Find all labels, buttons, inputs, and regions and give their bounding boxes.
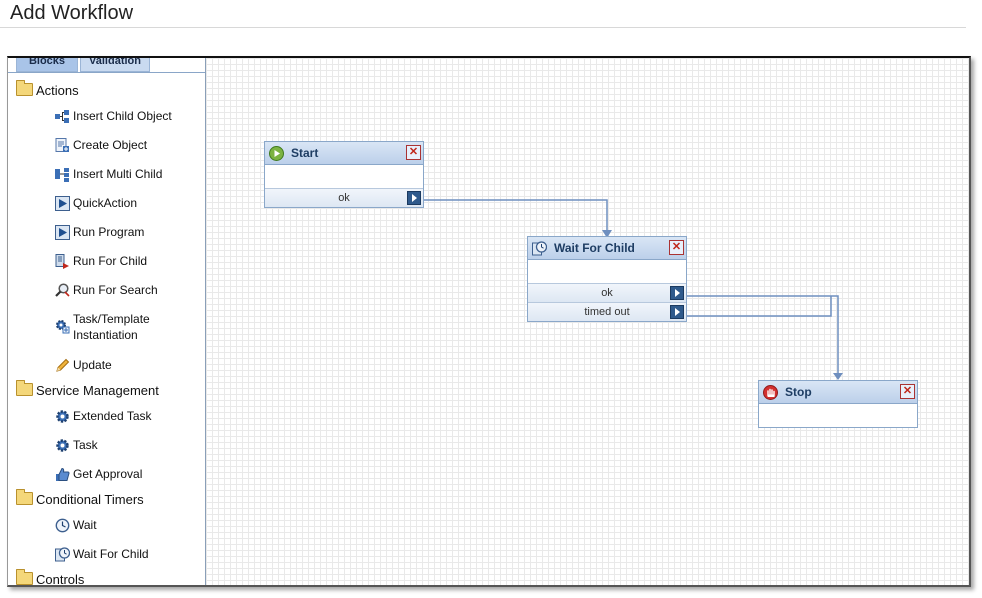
clock-child-icon [532, 241, 547, 256]
block-title: Stop [785, 385, 812, 399]
thumbs-up-icon [56, 467, 70, 481]
palette-item-label: Update [73, 358, 112, 372]
search-magnifier-icon [55, 283, 70, 297]
palette-item-label: Insert Multi Child [73, 167, 163, 181]
category-service-management[interactable]: Service Management [16, 380, 159, 400]
palette-item-label: QuickAction [73, 196, 138, 210]
close-icon[interactable]: ✕ [900, 384, 915, 399]
close-icon[interactable]: ✕ [406, 145, 421, 160]
palette-item-label: Create Object [73, 138, 148, 152]
title-divider [0, 27, 966, 28]
palette-tabs: Blocks Validation [8, 58, 205, 73]
folder-icon [16, 489, 33, 505]
palette-item-label: Run Program [73, 225, 145, 239]
category-actions[interactable]: Actions [16, 80, 79, 100]
insert-child-object-icon [55, 110, 69, 123]
port-arrow-icon[interactable] [670, 305, 684, 319]
block-start[interactable]: Start ✕ ok [264, 141, 424, 208]
pencil-icon [56, 358, 70, 372]
task-template-gear-icon [56, 320, 70, 334]
play-icon [55, 225, 70, 240]
folder-icon [16, 80, 33, 96]
block-body [759, 404, 917, 427]
tab-validation[interactable]: Validation [80, 58, 150, 72]
port-arrow-icon[interactable] [670, 286, 684, 300]
palette-item-label: Wait For Child [73, 547, 149, 561]
block-title: Wait For Child [554, 241, 635, 255]
connector-wait-ok-to-stop [685, 295, 839, 373]
block-title: Start [291, 146, 319, 160]
palette-item-label: Run For Search [73, 283, 158, 297]
category-controls[interactable]: Controls [16, 569, 85, 585]
block-body [528, 260, 686, 283]
palette-item-label: Task [73, 438, 98, 452]
palette-item-label: Insert Child Object [73, 109, 172, 123]
connector-start-ok-to-wait-for-child [421, 199, 608, 230]
port-arrow-icon[interactable] [407, 191, 421, 205]
start-play-icon [269, 146, 284, 161]
palette-item-label: Extended Task [73, 409, 152, 423]
connector-arrowhead [833, 373, 843, 380]
block-port-timed-out[interactable]: timed out [528, 302, 686, 321]
folder-icon [16, 569, 33, 585]
gear-icon [56, 439, 69, 452]
block-palette-sidebar: Blocks Validation Actions Insert Child O… [8, 58, 206, 585]
category-conditional-timers[interactable]: Conditional Timers [16, 489, 144, 509]
palette-item-label: Run For Child [73, 254, 148, 268]
block-stop[interactable]: Stop ✕ [758, 380, 918, 428]
close-icon[interactable]: ✕ [669, 240, 684, 255]
create-object-icon [55, 138, 69, 152]
port-label: ok [601, 287, 613, 299]
block-header[interactable]: Stop ✕ [759, 381, 917, 404]
tab-blocks[interactable]: Blocks [16, 58, 78, 72]
block-body [265, 165, 423, 188]
category-label: Conditional Timers [36, 492, 144, 507]
insert-multi-child-icon [55, 168, 69, 182]
category-label: Service Management [36, 383, 159, 398]
folder-icon [16, 380, 33, 396]
workflow-editor: Blocks Validation Actions Insert Child O… [7, 56, 971, 587]
stop-hand-icon [763, 385, 778, 400]
palette-item-label: Task/Template Instantiation [73, 312, 150, 342]
workflow-canvas[interactable]: Start ✕ ok Wait For Child ✕ ok timed ou [206, 58, 969, 585]
palette-item-label: Wait [73, 518, 97, 532]
block-port-ok[interactable]: ok [528, 283, 686, 302]
port-label: timed out [584, 306, 630, 318]
clock-child-icon [55, 547, 70, 562]
play-icon [55, 196, 70, 211]
block-header[interactable]: Wait For Child ✕ [528, 237, 686, 260]
category-label: Controls [36, 572, 85, 585]
category-label: Actions [36, 83, 79, 98]
block-port-ok[interactable]: ok [265, 188, 423, 207]
connector-wait-timed-out-to-stop [685, 296, 832, 317]
palette-item-label: Get Approval [73, 467, 143, 481]
block-header[interactable]: Start ✕ [265, 142, 423, 165]
run-for-child-icon [55, 254, 69, 269]
clock-icon [55, 518, 70, 533]
gear-icon [56, 410, 69, 423]
page-title: Add Workflow [10, 2, 134, 24]
block-wait-for-child[interactable]: Wait For Child ✕ ok timed out [527, 236, 687, 322]
port-label: ok [338, 192, 350, 204]
